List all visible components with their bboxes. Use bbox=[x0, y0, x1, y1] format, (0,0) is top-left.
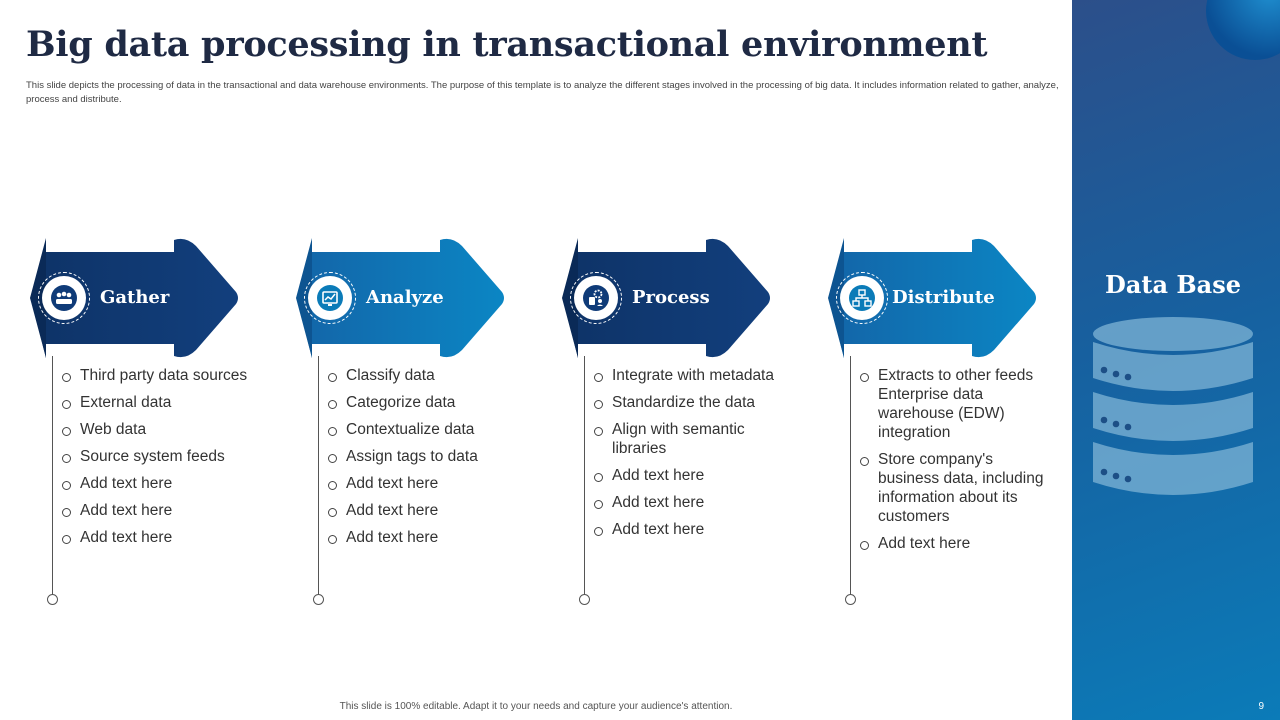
database-icon bbox=[1093, 317, 1253, 495]
list-item: Add text here bbox=[328, 528, 528, 547]
timeline-line bbox=[318, 356, 319, 595]
list-item: Classify data bbox=[328, 366, 528, 385]
analytics-chart-icon bbox=[304, 272, 356, 324]
timeline-dot bbox=[579, 594, 590, 605]
timeline-dot bbox=[845, 594, 856, 605]
list-item: Extracts to other feeds Enterprise data … bbox=[860, 366, 1050, 442]
list-item: Add text here bbox=[594, 466, 794, 485]
hierarchy-network-icon bbox=[836, 272, 888, 324]
database-side-panel: Data Base 9 bbox=[1072, 0, 1280, 720]
list-item: Categorize data bbox=[328, 393, 528, 412]
footer-text: This slide is 100% editable. Adapt it to… bbox=[339, 701, 733, 712]
list-item: Add text here bbox=[62, 528, 262, 547]
meeting-people-icon bbox=[38, 272, 90, 324]
database-title: Data Base bbox=[1105, 270, 1241, 299]
list-item: Add text here bbox=[328, 501, 528, 520]
stage-label: Analyze bbox=[366, 287, 444, 308]
page-number: 9 bbox=[1258, 701, 1264, 712]
list-item: Standardize the data bbox=[594, 393, 794, 412]
list-item: Integrate with metadata bbox=[594, 366, 794, 385]
list-item: Contextualize data bbox=[328, 420, 528, 439]
list-item: Add text here bbox=[860, 534, 1050, 553]
timeline-dot bbox=[313, 594, 324, 605]
list-item: Align with semantic libraries bbox=[594, 420, 794, 458]
list-item: Add text here bbox=[594, 520, 794, 539]
timeline-line bbox=[850, 356, 851, 595]
list-item: Add text here bbox=[62, 474, 262, 493]
stage-item-list: Integrate with metadata Standardize the … bbox=[594, 366, 794, 547]
list-item: Assign tags to data bbox=[328, 447, 528, 466]
timeline-dot bbox=[47, 594, 58, 605]
timeline-line bbox=[52, 356, 53, 595]
footer-note: This slide is 100% editable. Adapt it to… bbox=[0, 701, 1280, 712]
list-item: Store company's business data, including… bbox=[860, 450, 1050, 526]
decorative-circle bbox=[1206, 0, 1280, 60]
stage-label: Process bbox=[632, 287, 710, 308]
stage-process: Process Integrate with metadata Standard… bbox=[562, 238, 822, 608]
stage-analyze: Analyze Classify data Categorize data Co… bbox=[296, 238, 556, 608]
list-item: Third party data sources bbox=[62, 366, 262, 385]
stage-label: Gather bbox=[100, 287, 170, 308]
list-item: Web data bbox=[62, 420, 262, 439]
stage-gather: Gather Third party data sources External… bbox=[30, 238, 290, 608]
timeline-line bbox=[584, 356, 585, 595]
stage-item-list: Extracts to other feeds Enterprise data … bbox=[860, 366, 1050, 561]
list-item: Add text here bbox=[328, 474, 528, 493]
list-item: Add text here bbox=[594, 493, 794, 512]
process-gear-icon bbox=[570, 272, 622, 324]
list-item: Source system feeds bbox=[62, 447, 262, 466]
stage-distribute: Distribute Extracts to other feeds Enter… bbox=[828, 238, 1088, 608]
page-title: Big data processing in transactional env… bbox=[26, 24, 988, 65]
stage-label: Distribute bbox=[892, 287, 995, 308]
stage-item-list: Classify data Categorize data Contextual… bbox=[328, 366, 528, 555]
list-item: External data bbox=[62, 393, 262, 412]
page-subtitle: This slide depicts the processing of dat… bbox=[26, 80, 1059, 105]
list-item: Add text here bbox=[62, 501, 262, 520]
stage-item-list: Third party data sources External data W… bbox=[62, 366, 262, 555]
